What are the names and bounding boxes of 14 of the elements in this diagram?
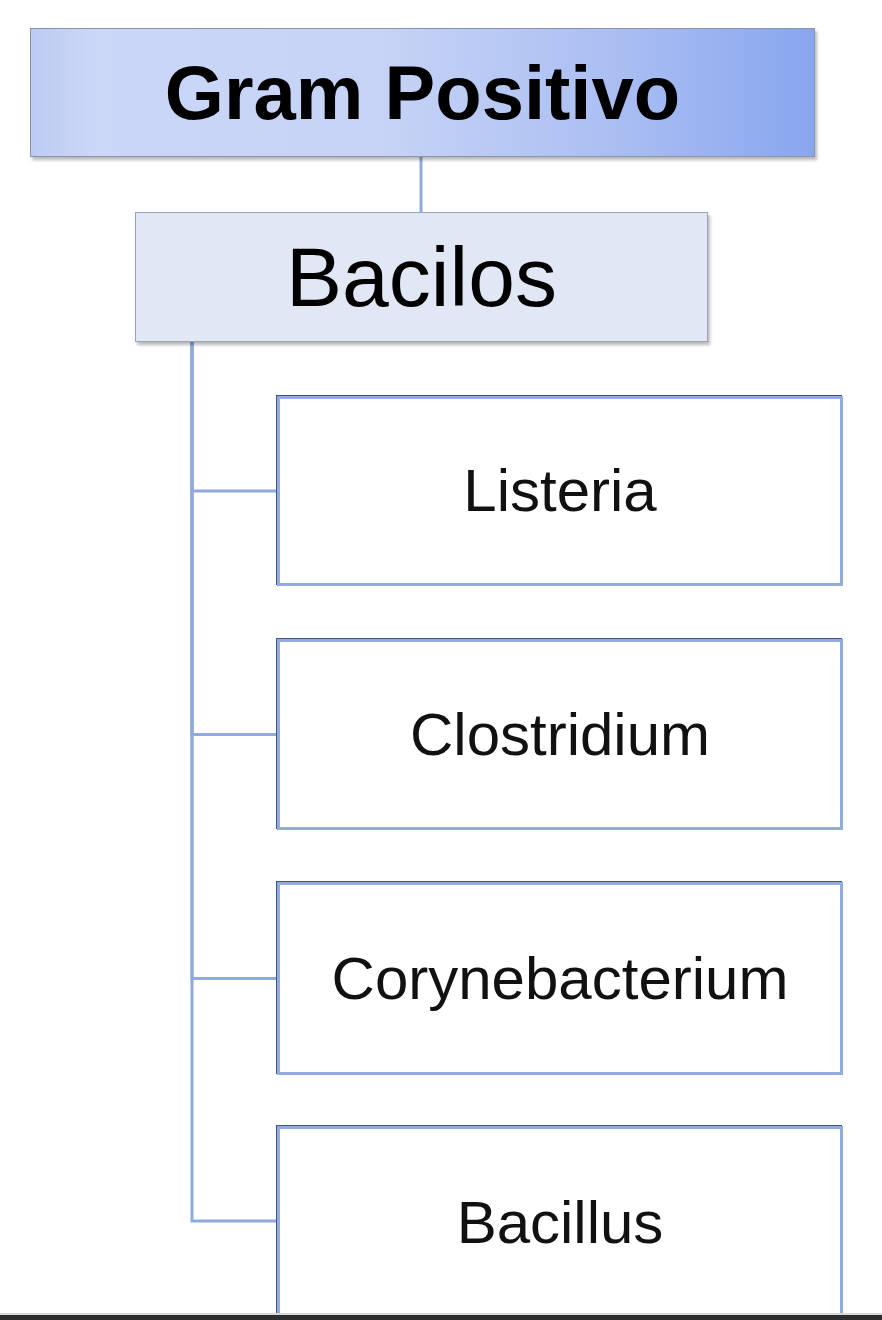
node-label: Bacillus bbox=[456, 1189, 664, 1256]
genus-box bbox=[277, 639, 843, 830]
genus-box bbox=[277, 1126, 843, 1316]
node-label: Listeria bbox=[463, 458, 657, 524]
node-label: Corynebacterium bbox=[331, 945, 789, 1012]
genus-box bbox=[277, 396, 843, 586]
genus-box bbox=[277, 882, 843, 1075]
category-header-box bbox=[30, 28, 815, 157]
node-label: Gram Positivo bbox=[164, 50, 681, 135]
connector-line bbox=[190, 342, 277, 1223]
node-label: Bacilos bbox=[286, 230, 557, 324]
node-label: Clostridium bbox=[409, 701, 711, 768]
connector-line bbox=[419, 157, 423, 212]
group-box bbox=[135, 212, 708, 342]
